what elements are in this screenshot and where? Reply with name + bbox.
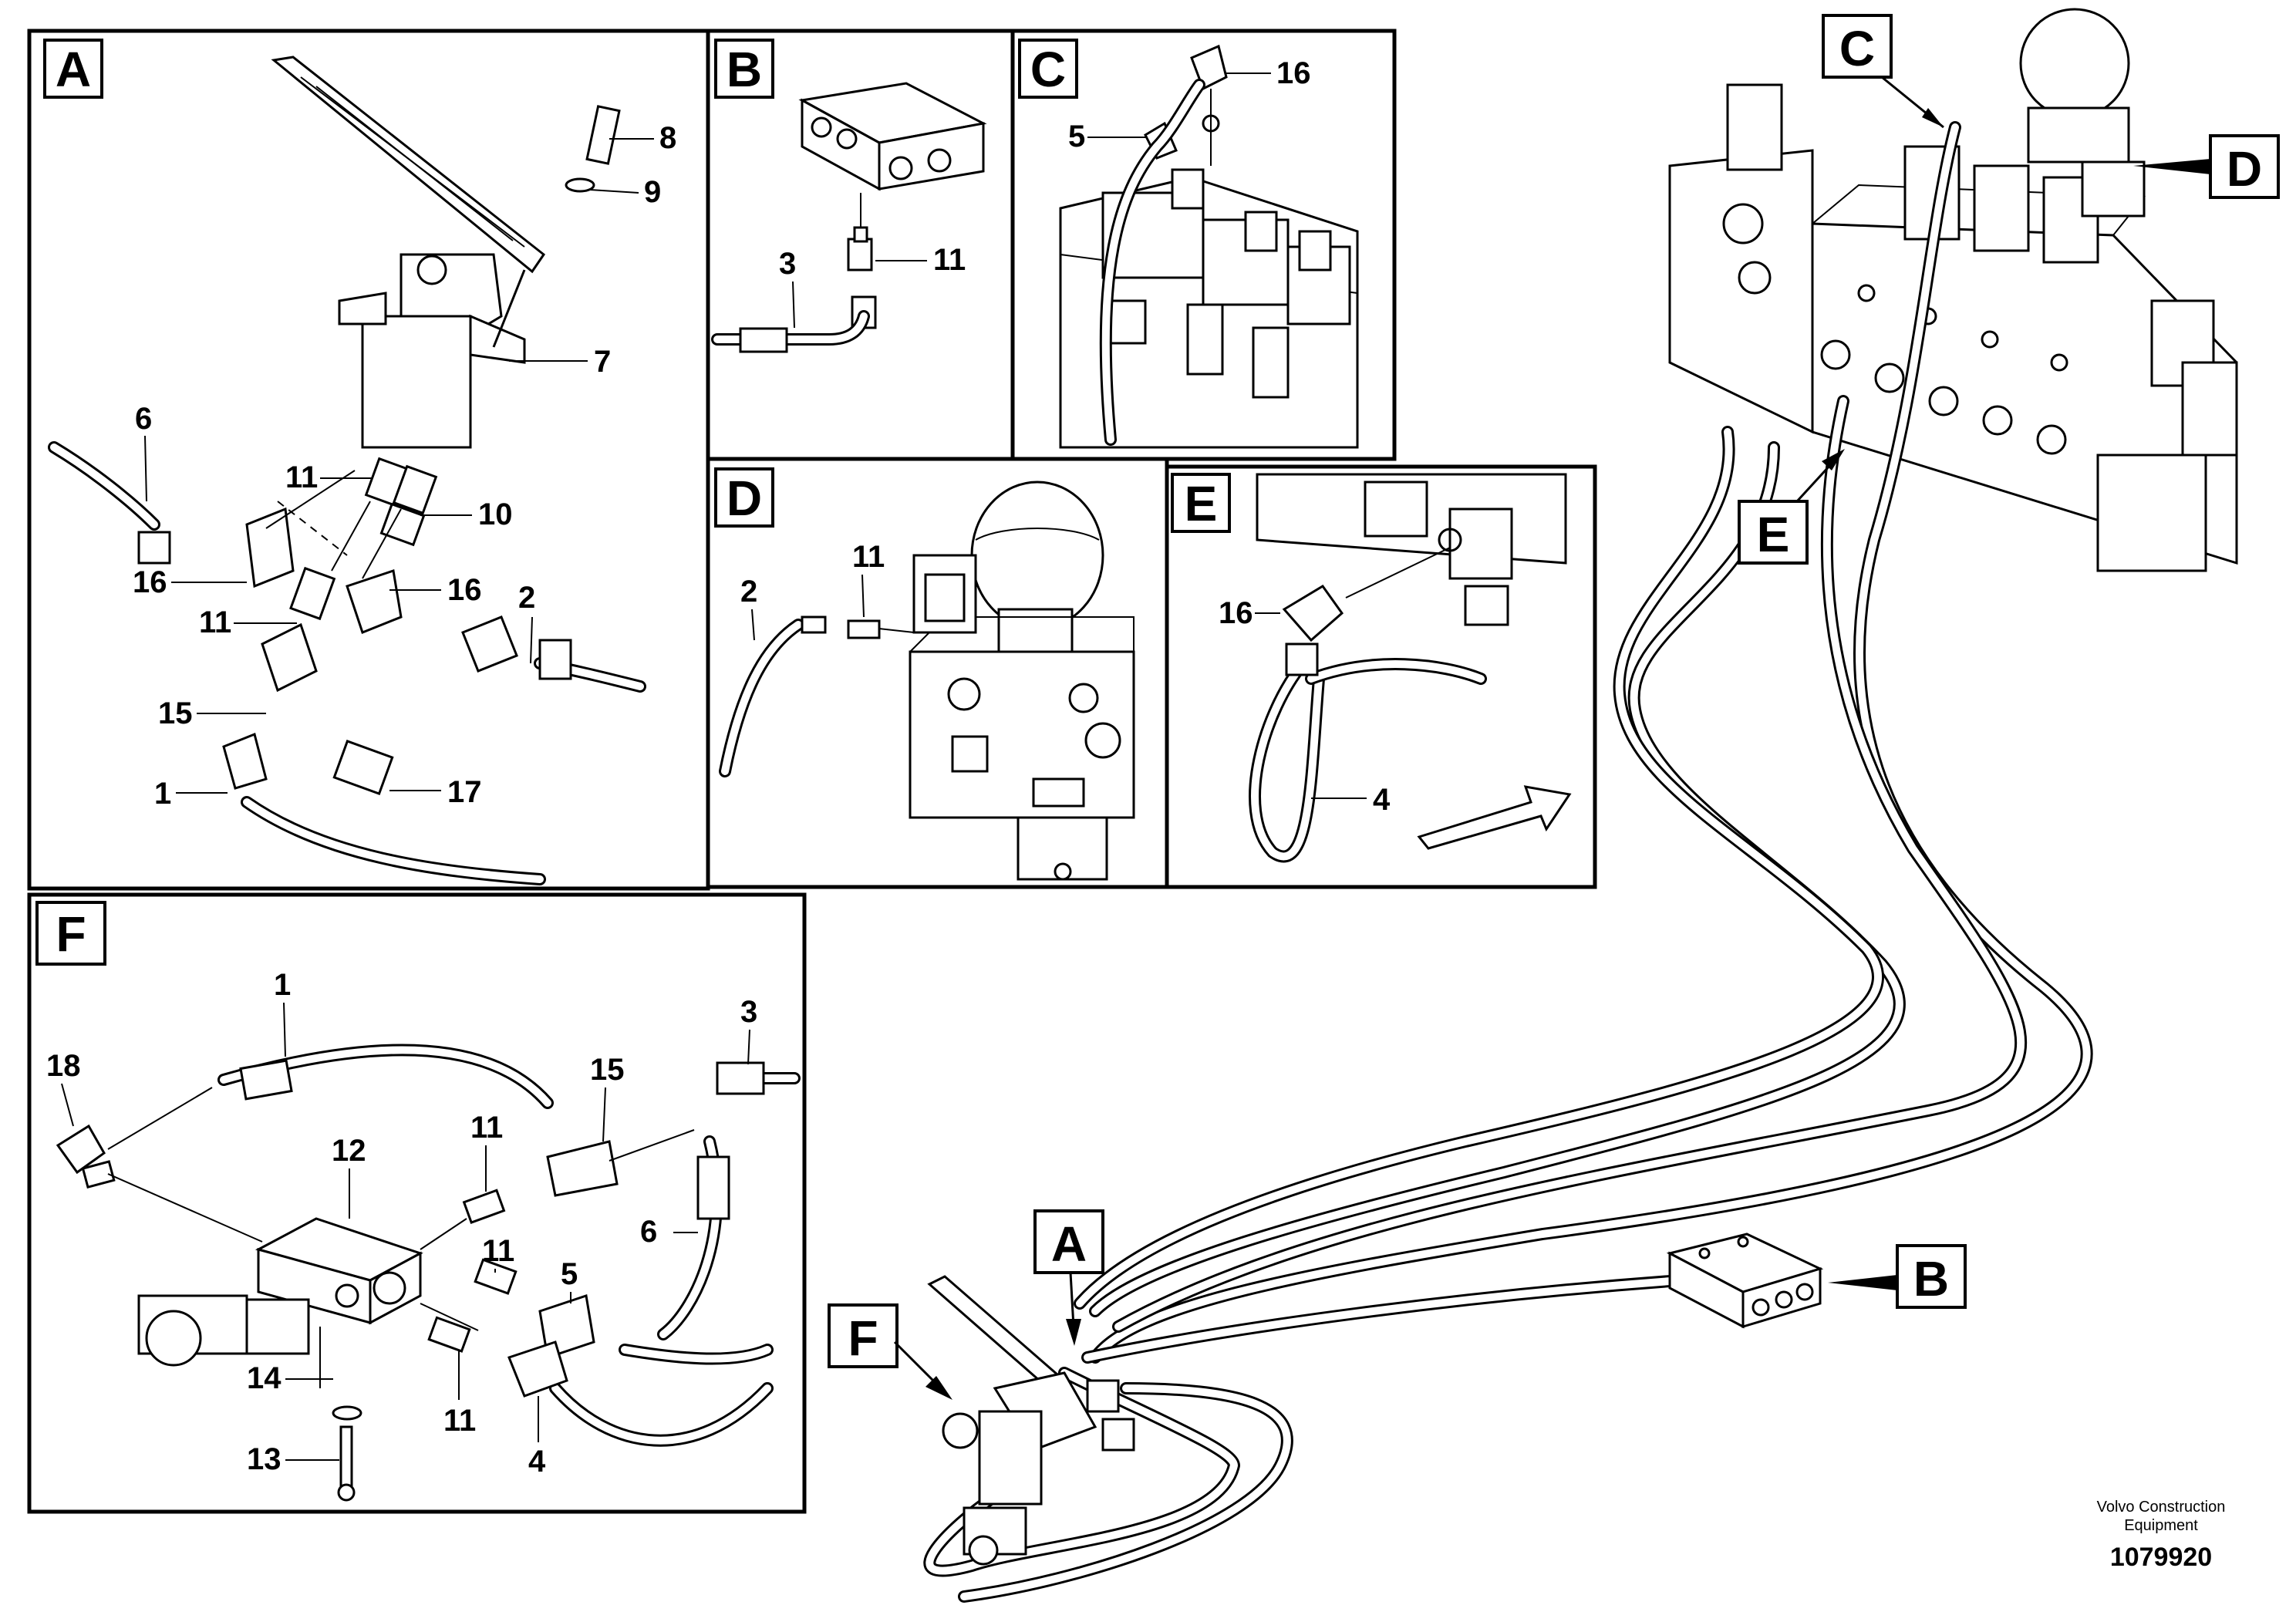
overview-assembly: C D E A B F xyxy=(828,8,2280,1603)
pedal-drawing xyxy=(271,56,621,449)
tag-a: A xyxy=(1051,1216,1087,1272)
panel-f: F xyxy=(27,892,807,1514)
panel-d: D 2 11 xyxy=(706,457,1169,889)
direction-arrow-e xyxy=(1417,785,1572,850)
callout-16-a: 16 xyxy=(133,565,167,599)
main-control-valve xyxy=(1668,8,2238,572)
callouts-panel-f: 1 3 18 15 11 12 6 11 5 14 11 4 13 xyxy=(46,968,757,1479)
callout-16-c: 16 xyxy=(1276,56,1311,90)
panel-a: A xyxy=(27,29,710,891)
panel-e-letter: E xyxy=(1185,476,1218,531)
hose-d xyxy=(719,615,915,777)
manifold-block-b xyxy=(798,82,987,329)
panel-c: C 16 5 xyxy=(1010,29,1397,461)
callout-11-a: 11 xyxy=(285,460,318,494)
callout-11-b: 11 xyxy=(199,605,231,639)
callout-5-f: 5 xyxy=(561,1257,578,1291)
callout-16-b: 16 xyxy=(447,573,482,607)
panel-d-letter: D xyxy=(727,470,762,526)
callout-11-f-b: 11 xyxy=(482,1234,514,1268)
callout-6: 6 xyxy=(135,402,152,436)
fittings-drawing xyxy=(222,457,518,796)
callout-11-d: 11 xyxy=(852,540,885,574)
callout-3: 3 xyxy=(779,247,796,281)
hose-e xyxy=(1249,585,1487,863)
valve-block-f xyxy=(137,1217,423,1502)
callout-6-f: 6 xyxy=(640,1215,657,1249)
valve-block-c xyxy=(1059,44,1359,449)
callout-4-f: 4 xyxy=(528,1445,546,1479)
callout-16-e: 16 xyxy=(1219,596,1253,630)
callout-2: 2 xyxy=(518,581,535,615)
panel-f-letter: F xyxy=(56,906,86,962)
tag-e: E xyxy=(1757,507,1790,562)
callout-2-d: 2 xyxy=(740,575,757,609)
callout-17: 17 xyxy=(447,775,482,809)
callout-1-f: 1 xyxy=(274,968,291,1002)
panel-e: E 16 4 xyxy=(1165,464,1597,889)
hoses-panel-f xyxy=(217,1044,801,1447)
callout-3-f: 3 xyxy=(740,995,757,1029)
valve-section-e xyxy=(1256,473,1567,626)
callout-14: 14 xyxy=(247,1361,282,1395)
panel-b: B 3 11 xyxy=(706,29,1015,461)
callout-11-f-a: 11 xyxy=(470,1111,503,1145)
fittings-panel-f xyxy=(56,1087,695,1398)
accumulator-valve-d xyxy=(909,481,1135,881)
hose-c xyxy=(1099,79,1205,446)
callout-9: 9 xyxy=(644,175,661,209)
callout-18: 18 xyxy=(46,1049,81,1083)
drawing-number: 1079920 xyxy=(2110,1543,2212,1572)
block-b-overview xyxy=(1666,1233,1824,1329)
hose-b xyxy=(711,310,870,353)
callout-15: 15 xyxy=(158,696,193,730)
tag-f: F xyxy=(848,1310,878,1366)
tag-b: B xyxy=(1913,1251,1949,1307)
panel-c-letter: C xyxy=(1030,42,1066,97)
credit-block: Volvo Construction Equipment 1079920 xyxy=(2097,1499,2226,1572)
credit-line-1: Volvo Construction xyxy=(2097,1499,2226,1516)
callout-5-c: 5 xyxy=(1068,120,1085,153)
callout-12: 12 xyxy=(332,1134,366,1168)
tag-c: C xyxy=(1839,21,1875,76)
panel-a-letter: A xyxy=(56,42,91,97)
callout-1: 1 xyxy=(154,777,171,811)
tag-d: D xyxy=(2227,141,2262,197)
callout-13: 13 xyxy=(247,1442,282,1476)
callout-11-f-c: 11 xyxy=(443,1404,476,1438)
panel-b-letter: B xyxy=(727,42,762,97)
hoses-panel-a xyxy=(48,441,646,885)
callout-10: 10 xyxy=(478,497,513,531)
callout-8: 8 xyxy=(659,121,676,155)
callout-15-f: 15 xyxy=(590,1053,625,1087)
callout-7: 7 xyxy=(594,345,611,379)
overview-tags: C D E A B F xyxy=(828,14,2280,1400)
callout-4-e: 4 xyxy=(1373,783,1391,817)
pedal-valve-assembly xyxy=(927,1275,1135,1566)
callout-11-b-panel: 11 xyxy=(933,243,966,277)
credit-line-2: Equipment xyxy=(2124,1517,2198,1534)
hose-bundle xyxy=(923,121,2093,1603)
callouts-panel-a: 8 9 7 6 11 10 16 16 11 2 15 1 17 xyxy=(133,121,676,811)
